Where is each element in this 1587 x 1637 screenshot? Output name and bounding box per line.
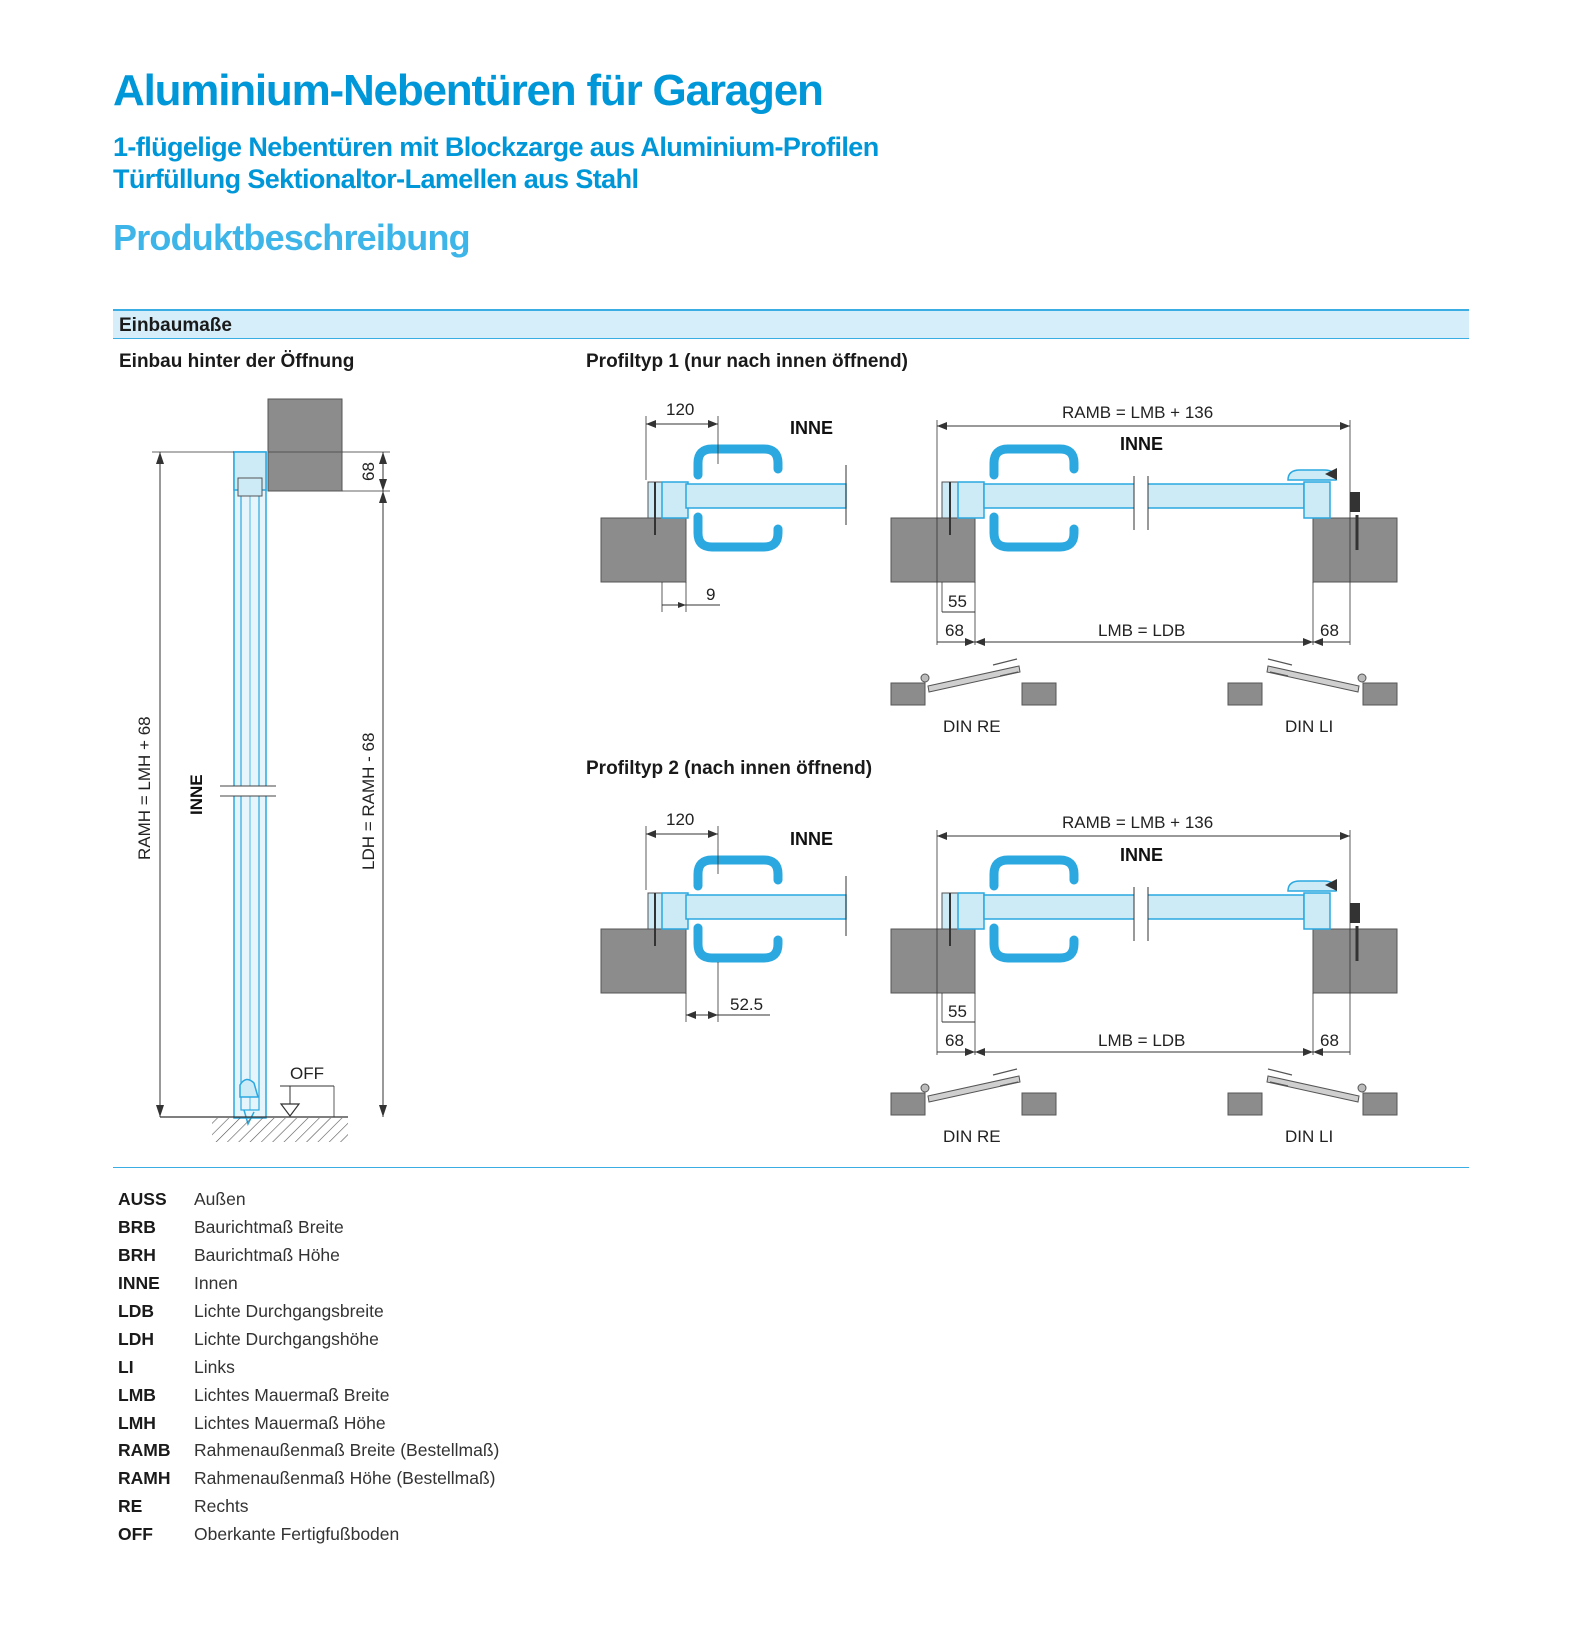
- page-title: Aluminium-Nebentüren für Garagen: [113, 66, 824, 115]
- lintel-wall: [267, 398, 343, 492]
- dim-55: 55: [948, 1002, 967, 1021]
- dim-ldh-label: LDH = RAMH - 68: [359, 733, 378, 870]
- legend-desc: Baurichtmaß Höhe: [194, 1245, 340, 1266]
- dim-ramb: RAMB = LMB + 136: [1062, 813, 1213, 832]
- legend-abbr: AUSS: [118, 1189, 167, 1210]
- dim-68-left: 68: [945, 1031, 964, 1050]
- legend-divider: [113, 1167, 1469, 1168]
- wall-left: [890, 517, 976, 583]
- legend-desc: Lichte Durchgangshöhe: [194, 1328, 379, 1349]
- wall-right: [1312, 517, 1398, 583]
- legend-abbr: LI: [118, 1356, 134, 1377]
- profile2-din-symbols: DIN RE DIN LI: [890, 1068, 1398, 1146]
- dim-lmb: LMB = LDB: [1098, 621, 1185, 640]
- inside-label: INNE: [790, 829, 833, 849]
- dim-ramh-label: RAMH = LMH + 68: [135, 716, 154, 860]
- dim-120: 120: [666, 400, 694, 419]
- profile2-section-detail: 120 INNE 52.5: [600, 810, 847, 1022]
- legend-row: OFF Oberkante Fertigfußboden: [118, 1521, 499, 1549]
- dim-68-left: 68: [945, 621, 964, 640]
- subtitle-line-2: Türfüllung Sektionaltor-Lamellen aus Sta…: [113, 164, 639, 194]
- din-li-label: DIN LI: [1285, 1127, 1333, 1146]
- profile2-heading: Profiltyp 2 (nach innen öffnend): [586, 758, 873, 779]
- legend-abbr: BRH: [118, 1245, 156, 1266]
- profile1-section-detail: 120 INNE 9: [600, 400, 847, 612]
- floor-label: OFF: [290, 1064, 324, 1083]
- wall-block: [600, 517, 687, 583]
- legend-desc: Rahmenaußenmaß Höhe (Bestellmaß): [194, 1468, 496, 1489]
- legend-abbr: RAMB: [118, 1440, 171, 1461]
- legend-row: RAMB Rahmenaußenmaß Breite (Bestellmaß): [118, 1437, 499, 1465]
- dim-68-right: 68: [1320, 621, 1339, 640]
- legend-row: RE Rechts: [118, 1493, 499, 1521]
- inside-label-plan: INNE: [1120, 845, 1163, 865]
- inside-label-vertical: INNE: [187, 774, 206, 815]
- legend-desc: Links: [194, 1356, 235, 1377]
- legend-row: BRH Baurichtmaß Höhe: [118, 1242, 499, 1270]
- legend-desc: Baurichtmaß Breite: [194, 1217, 344, 1238]
- section-title: Produktbeschreibung: [113, 217, 471, 258]
- section-bar-label: Einbaumaße: [119, 315, 232, 336]
- left-drawing-heading: Einbau hinter der Öffnung: [119, 351, 355, 372]
- legend-abbr: LDB: [118, 1301, 154, 1321]
- floor-hatch: [212, 1118, 348, 1142]
- legend-row: BRB Baurichtmaß Breite: [118, 1214, 499, 1242]
- profile2-plan-view: RAMB = LMB + 136 INNE 55 68 LMB = LDB 68: [890, 813, 1398, 1056]
- frame-profile: [661, 481, 689, 519]
- legend-abbr: LMH: [118, 1412, 156, 1433]
- legend-abbr: LMB: [118, 1384, 156, 1405]
- legend-row: AUSS Außen: [118, 1186, 499, 1214]
- legend-abbr: LDH: [118, 1328, 154, 1349]
- legend-desc: Rechts: [194, 1496, 249, 1517]
- section-bar: Einbaumaße: [113, 309, 1469, 339]
- profile1-heading: Profiltyp 1 (nur nach innen öffnend): [586, 351, 908, 372]
- dim-ramb: RAMB = LMB + 136: [1062, 403, 1213, 422]
- dim-55: 55: [948, 592, 967, 611]
- legend-abbr: RAMH: [118, 1468, 171, 1489]
- subtitle-line-1: 1-flügelige Nebentüren mit Blockzarge au…: [113, 132, 879, 162]
- inside-label: INNE: [790, 418, 833, 438]
- din-re-label: DIN RE: [943, 717, 1001, 736]
- door-leaf-section: [685, 483, 847, 509]
- legend-row: LDH Lichte Durchgangshöhe: [118, 1325, 499, 1353]
- legend-row: INNE Innen: [118, 1270, 499, 1298]
- legend-row: RAMH Rahmenaußenmaß Höhe (Bestellmaß): [118, 1465, 499, 1493]
- dim-top-68: 68: [359, 462, 378, 481]
- legend-row: LMB Lichtes Mauermaß Breite: [118, 1381, 499, 1409]
- dim-9: 9: [706, 585, 715, 604]
- profile1-din-symbols: DIN RE DIN LI: [890, 658, 1398, 736]
- page-subtitle: 1-flügelige Nebentüren mit Blockzarge au…: [113, 131, 879, 195]
- dim-52-5: 52.5: [730, 995, 763, 1014]
- legend-abbr: INNE: [118, 1273, 160, 1294]
- legend-abbr: RE: [118, 1496, 143, 1517]
- legend-abbr: OFF: [118, 1524, 153, 1545]
- profile1-plan-view: RAMB = LMB + 136 INNE 55 68 LMB = LDB 68: [890, 403, 1398, 646]
- dim-68-right: 68: [1320, 1031, 1339, 1050]
- legend-row: LDB Lichte Durchgangsbreite: [118, 1298, 499, 1326]
- abbreviation-legend: AUSS Außen BRB Baurichtmaß Breite BRH Bauri…: [118, 1186, 499, 1549]
- legend-desc: Außen: [194, 1189, 246, 1210]
- legend-desc: Innen: [194, 1273, 238, 1294]
- legend-abbr: BRB: [118, 1217, 156, 1238]
- left-installation-drawing: OFF RAMH = LMH + 68 INNE 68 LDH = RAMH -…: [135, 398, 390, 1142]
- legend-desc: Oberkante Fertigfußboden: [194, 1524, 400, 1545]
- legend-row: LI Links: [118, 1353, 499, 1381]
- din-li-label: DIN LI: [1285, 717, 1333, 736]
- legend-desc: Rahmenaußenmaß Breite (Bestellmaß): [194, 1440, 500, 1461]
- legend-desc: Lichte Durchgangsbreite: [194, 1301, 384, 1321]
- legend-desc: Lichtes Mauermaß Höhe: [194, 1412, 386, 1433]
- dim-120: 120: [666, 810, 694, 829]
- legend-desc: Lichtes Mauermaß Breite: [194, 1384, 390, 1405]
- din-re-label: DIN RE: [943, 1127, 1001, 1146]
- dim-lmb: LMB = LDB: [1098, 1031, 1185, 1050]
- legend-row: LMH Lichtes Mauermaß Höhe: [118, 1409, 499, 1437]
- handle-outside: [693, 512, 783, 552]
- inside-label-plan: INNE: [1120, 434, 1163, 454]
- handle-inside: [693, 444, 783, 480]
